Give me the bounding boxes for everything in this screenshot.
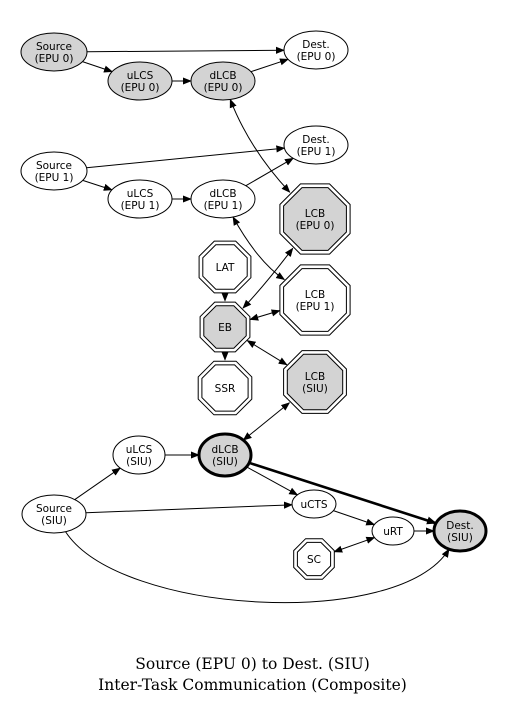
node-label: (EPU 1) <box>121 200 160 212</box>
node-label: Dest. <box>302 39 329 51</box>
node-lcb_epu0: LCB(EPU 0) <box>279 183 351 255</box>
node-label: (SIU) <box>302 383 328 395</box>
node-label: (EPU 0) <box>35 53 74 65</box>
node-label: (SIU) <box>126 456 152 468</box>
node-ucts: uCTS <box>291 489 337 519</box>
edge-eb-to-lcb_siu <box>246 340 288 366</box>
edge-dlcb_siu-to-ucts <box>246 466 299 496</box>
node-label: (SIU) <box>447 532 473 544</box>
node-lat: LAT <box>198 240 252 294</box>
edge-src_siu-to-dest_siu <box>65 531 450 604</box>
edge-src_epu0-to-dest_epu0 <box>86 46 285 54</box>
node-src_epu0: Source(EPU 0) <box>20 32 88 72</box>
node-dest_epu1: Dest.(EPU 1) <box>283 125 349 165</box>
node-dest_epu0: Dest.(EPU 0) <box>283 30 349 70</box>
edge-src_epu1-to-ulcs_epu1 <box>82 179 113 191</box>
communication-graph: Source(EPU 0)Dest.(EPU 0)uLCS(EPU 0)dLCB… <box>20 30 488 604</box>
node-label: (EPU 0) <box>297 51 336 63</box>
edge-src_epu0-to-ulcs_epu0 <box>82 61 114 73</box>
node-label: dLCB <box>209 188 236 200</box>
node-label: Source <box>36 160 72 172</box>
node-label: dLCB <box>211 444 238 456</box>
node-label: uCTS <box>300 499 327 511</box>
node-label: Source <box>36 41 72 53</box>
node-label: (EPU 1) <box>296 301 335 313</box>
node-urt: uRT <box>371 516 415 546</box>
node-label: (EPU 1) <box>204 200 243 212</box>
node-eb: EB <box>199 301 251 353</box>
node-label: SC <box>307 554 321 566</box>
node-dlcb_siu: dLCB(SIU) <box>197 432 253 478</box>
node-label: uRT <box>383 526 403 538</box>
node-lcb_siu: LCB(SIU) <box>283 350 347 414</box>
node-src_siu: Source(SIU) <box>21 494 87 534</box>
caption-subtitle: Inter-Task Communication (Composite) <box>98 676 407 694</box>
edge-eb-to-lcb_epu0 <box>242 247 294 309</box>
node-label: dLCB <box>209 70 236 82</box>
node-label: (EPU 0) <box>204 82 243 94</box>
node-label: (SIU) <box>212 456 238 468</box>
node-label: (SIU) <box>41 515 67 527</box>
edge-dlcb_siu-to-dest_siu <box>248 461 437 525</box>
node-label: (EPU 1) <box>297 146 336 158</box>
edge-dlcb_epu0-to-dest_epu0 <box>250 58 289 73</box>
node-label: EB <box>218 322 232 334</box>
node-label: uLCS <box>127 188 154 200</box>
node-ulcs_siu: uLCS(SIU) <box>112 435 166 475</box>
node-label: (EPU 0) <box>121 82 160 94</box>
edge-eb-to-lcb_epu1 <box>249 309 281 321</box>
node-dlcb_epu0: dLCB(EPU 0) <box>190 61 256 101</box>
node-layer: Source(EPU 0)Dest.(EPU 0)uLCS(EPU 0)dLCB… <box>20 30 488 580</box>
edge-ucts-to-urt <box>333 510 376 526</box>
caption-title: Source (EPU 0) to Dest. (SIU) <box>135 655 370 673</box>
node-sc: SC <box>293 538 335 580</box>
node-label: LAT <box>216 262 235 274</box>
edge-sc-to-urt <box>333 536 376 553</box>
node-label: Dest. <box>302 134 329 146</box>
node-label: uLCS <box>126 444 153 456</box>
node-label: uLCS <box>127 70 154 82</box>
node-label: LCB <box>305 289 325 301</box>
node-label: (EPU 1) <box>35 172 74 184</box>
node-label: Dest. <box>446 520 473 532</box>
edge-layer <box>65 46 450 604</box>
node-label: LCB <box>305 208 325 220</box>
node-label: (EPU 0) <box>296 220 335 232</box>
node-lcb_epu1: LCB(EPU 1) <box>279 264 351 336</box>
node-dest_siu: Dest.(SIU) <box>432 509 488 553</box>
node-ulcs_epu0: uLCS(EPU 0) <box>107 61 173 101</box>
edge-src_siu-to-ulcs_siu <box>74 467 121 500</box>
node-ssr: SSR <box>197 360 253 416</box>
edge-src_epu1-to-dest_epu1 <box>86 145 286 169</box>
node-label: LCB <box>305 371 325 383</box>
edge-src_siu-to-ucts <box>85 501 293 514</box>
node-label: SSR <box>215 383 236 395</box>
edge-dlcb_epu1-to-dest_epu1 <box>245 157 294 187</box>
node-label: Source <box>36 503 72 515</box>
edge-lcb_siu-to-dlcb_siu <box>242 402 291 441</box>
edge-dlcb_epu0-to-lcb_epu0 <box>229 98 291 193</box>
node-ulcs_epu1: uLCS(EPU 1) <box>107 179 173 219</box>
node-dlcb_epu1: dLCB(EPU 1) <box>190 179 256 219</box>
node-src_epu1: Source(EPU 1) <box>20 151 88 191</box>
